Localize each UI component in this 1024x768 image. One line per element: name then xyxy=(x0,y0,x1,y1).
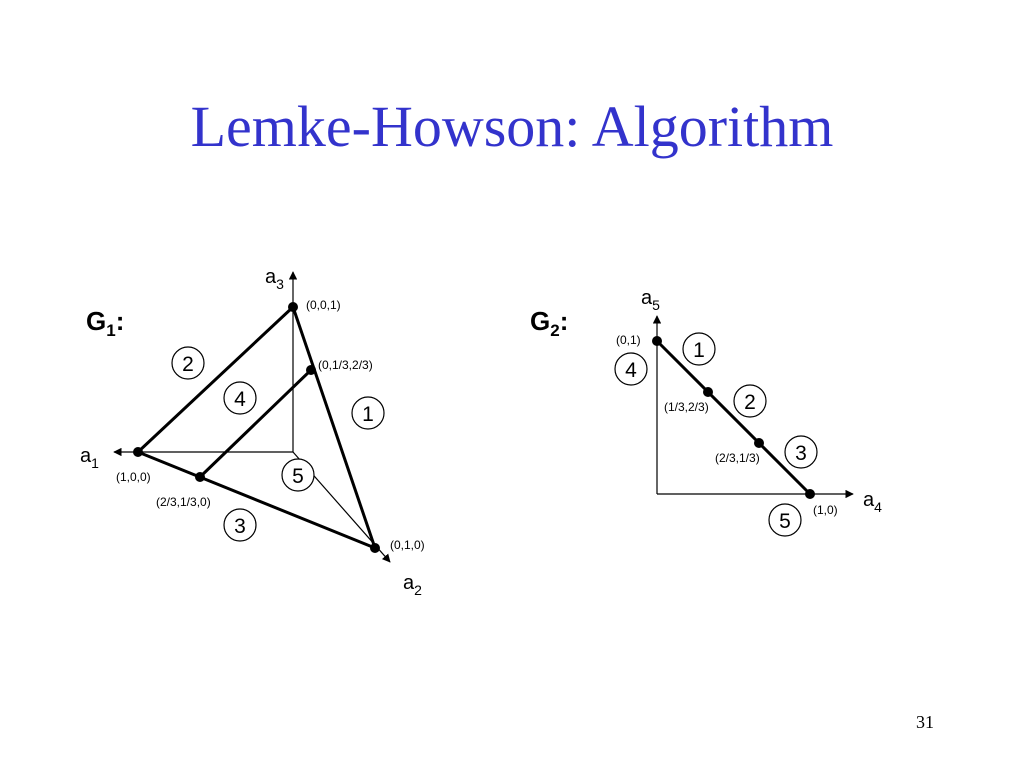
graph1-axis-a1-label: a1 xyxy=(80,445,99,471)
graph1-edge-bottom xyxy=(137,450,376,550)
graph1-region-label: 2 xyxy=(171,346,205,380)
graph2-point-01 xyxy=(652,336,662,346)
graph1-edge-right xyxy=(291,306,377,549)
svg-text:3: 3 xyxy=(795,442,807,465)
graph2-coord-label: (2/3,1/3) xyxy=(715,451,760,465)
svg-text:1: 1 xyxy=(362,403,374,426)
svg-text:1: 1 xyxy=(693,339,705,362)
graph2-region-label: 3 xyxy=(784,435,818,469)
graph2-axis-a4-label: a4 xyxy=(863,489,882,515)
graph1-label: G1: xyxy=(86,306,124,340)
svg-text:2: 2 xyxy=(182,353,194,376)
graph1-region-label: 5 xyxy=(281,458,315,492)
svg-text:5: 5 xyxy=(292,465,304,488)
graph1-axis-a3-label: a3 xyxy=(265,266,284,292)
graph2-point-13-23 xyxy=(703,387,713,397)
graph1-region-label: 4 xyxy=(223,381,257,415)
graph1-point-23-13-0 xyxy=(195,472,205,482)
graph2-coord-label: (1/3,2/3) xyxy=(664,400,709,414)
graph1: G1: a3 a1 a2 (0,0,1) (0,1/3,2/3) (1,0,0) xyxy=(80,266,425,598)
graph1-edge-path xyxy=(198,368,313,479)
graph2-region-label: 5 xyxy=(768,503,802,537)
page-number: 31 xyxy=(916,712,934,732)
graph2: G2: a5 a4 (0,1) (1/3,2/3) (2/3,1/3) (1,0… xyxy=(530,287,882,537)
svg-text:5: 5 xyxy=(779,510,791,533)
graph2-point-23-13 xyxy=(754,438,764,448)
graph1-coord-label: (0,1/3,2/3) xyxy=(318,358,373,372)
graph1-point-010 xyxy=(370,543,380,553)
graph1-point-100 xyxy=(133,447,143,457)
graph1-point-001 xyxy=(288,302,298,312)
svg-text:4: 4 xyxy=(234,388,246,411)
graph1-axis-a2-label: a2 xyxy=(403,572,422,598)
graph1-region-label: 3 xyxy=(223,508,257,542)
graph1-edge-left xyxy=(136,305,295,454)
graph2-axis-a5-label: a5 xyxy=(641,287,660,313)
graph1-coord-label: (2/3,1/3,0) xyxy=(156,495,211,509)
graph1-coord-label: (0,1,0) xyxy=(390,538,425,552)
graph2-coord-label: (0,1) xyxy=(616,333,641,347)
graph1-coord-label: (1,0,0) xyxy=(116,470,151,484)
graph2-label: G2: xyxy=(530,306,568,340)
svg-text:3: 3 xyxy=(234,515,246,538)
graph2-region-label: 2 xyxy=(733,384,767,418)
graph1-coord-label: (0,0,1) xyxy=(306,298,341,312)
svg-text:2: 2 xyxy=(744,391,756,414)
graph2-region-label: 1 xyxy=(682,332,716,366)
graph2-region-label: 4 xyxy=(614,352,648,386)
graph2-point-10 xyxy=(805,489,815,499)
graph1-point-0-13-23 xyxy=(306,365,316,375)
svg-text:4: 4 xyxy=(625,359,637,382)
graph1-region-label: 1 xyxy=(351,396,385,430)
graph2-coord-label: (1,0) xyxy=(813,503,838,517)
graph2-edge xyxy=(655,339,812,496)
slide-title: Lemke-Howson: Algorithm xyxy=(190,94,834,159)
